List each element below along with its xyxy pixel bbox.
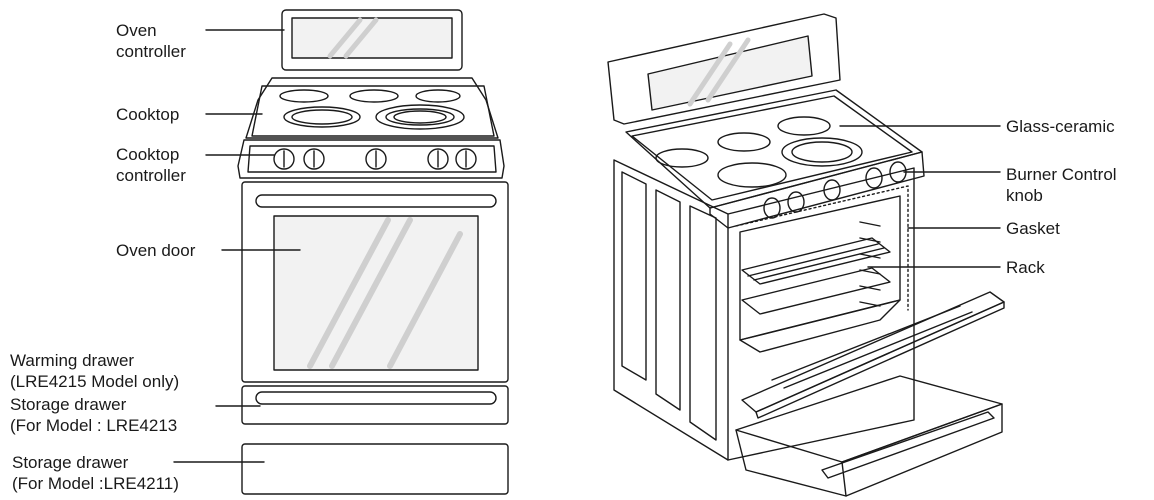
knob-icon (366, 149, 386, 169)
knob-icon (304, 149, 324, 169)
open-oven-door (742, 292, 1004, 418)
oven-cavity (728, 168, 914, 460)
knob-icon (274, 149, 294, 169)
glass-ceramic-cooktop (626, 90, 922, 208)
perspective-view-range (608, 14, 1004, 496)
oven-controller-panel (282, 10, 462, 70)
front-view-range (238, 10, 508, 494)
back-guard (608, 14, 840, 124)
side-panel (614, 160, 728, 460)
knob-icon (456, 149, 476, 169)
open-storage-drawer (736, 376, 1002, 496)
cooktop-controller-panel (238, 140, 504, 178)
knob-icon (788, 192, 804, 212)
storage-drawer-front (242, 386, 508, 424)
knob-icons (274, 149, 476, 169)
oven-door-front (242, 182, 508, 382)
knob-icon (764, 198, 780, 218)
cooktop-surface (246, 78, 498, 138)
knob-icon (428, 149, 448, 169)
storage-drawer-lre4211-front (242, 444, 508, 494)
oven-racks (742, 222, 890, 314)
